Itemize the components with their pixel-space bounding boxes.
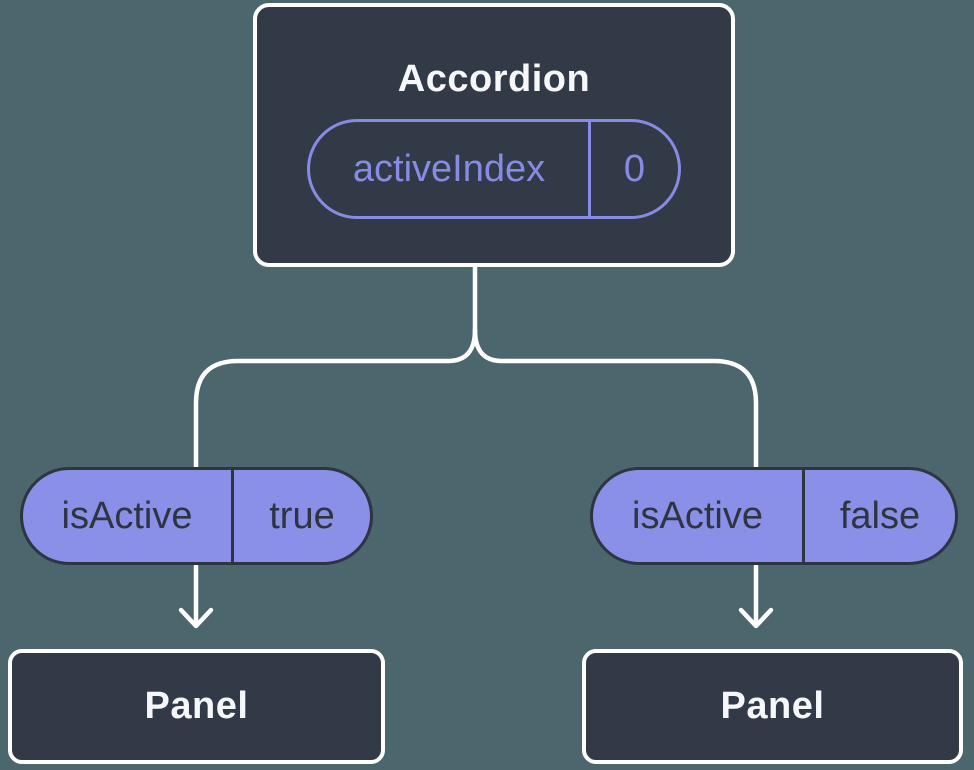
state-pill: activeIndex 0 [307, 119, 681, 219]
prop-pill-right: isActive false [590, 467, 958, 565]
panel-node-left: Panel [8, 649, 385, 764]
state-value: 0 [623, 148, 646, 190]
prop-name: isActive [61, 495, 193, 537]
prop-pill-divider [802, 470, 805, 562]
component-name: Accordion [397, 58, 591, 100]
component-node-accordion: Accordion activeIndex 0 [253, 3, 735, 267]
state-name: activeIndex [352, 148, 546, 190]
right-arrow-head-icon [738, 607, 774, 629]
panel-node-right: Panel [582, 649, 963, 764]
prop-pill-divider [231, 470, 234, 562]
prop-name: isActive [632, 495, 763, 537]
component-name: Panel [720, 685, 825, 727]
state-pill-divider [588, 122, 591, 216]
connector-branch-right [472, 327, 759, 470]
left-arrow-head-icon [178, 607, 214, 629]
prop-value: false [839, 495, 921, 537]
component-name: Panel [144, 685, 249, 727]
connector-branch-left [193, 327, 478, 470]
prop-pill-left: isActive true [20, 467, 373, 565]
prop-value: true [269, 495, 335, 537]
